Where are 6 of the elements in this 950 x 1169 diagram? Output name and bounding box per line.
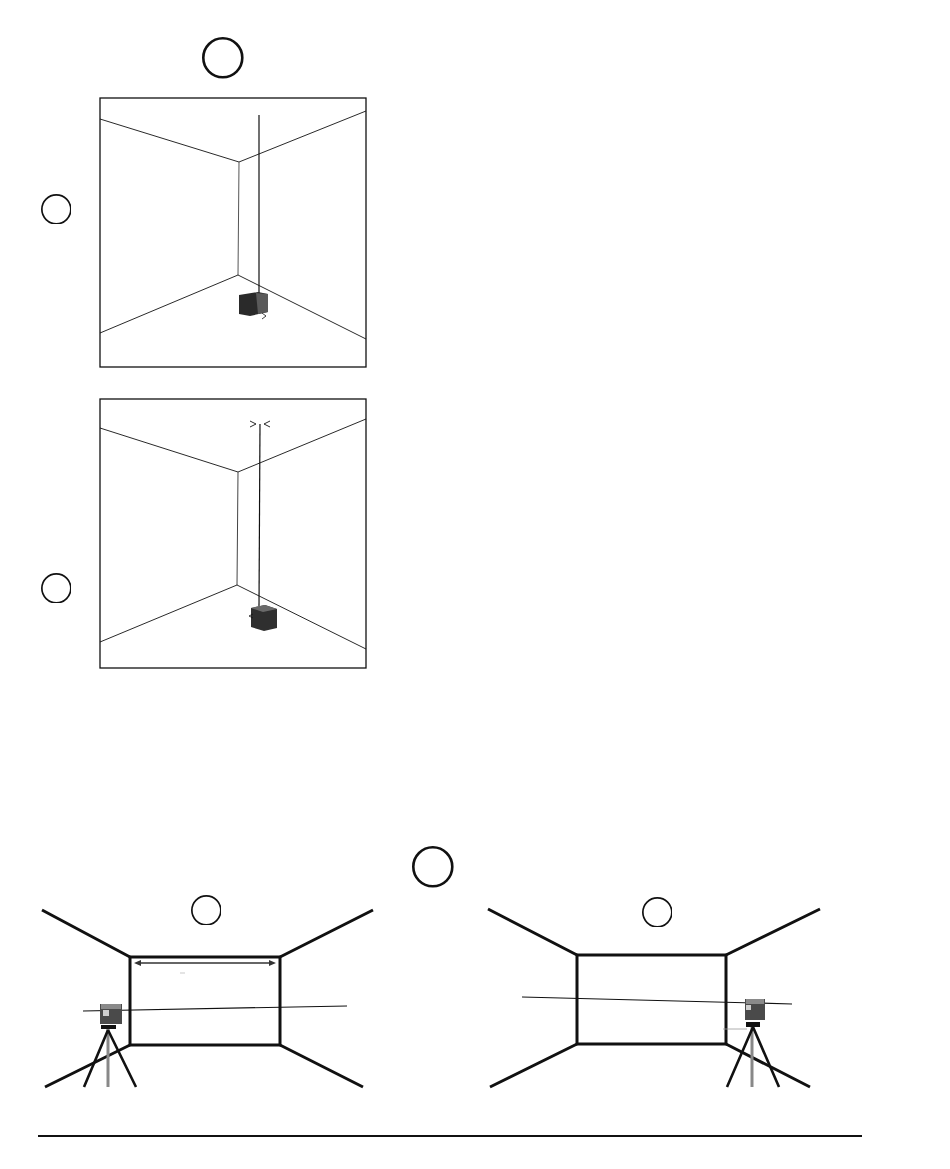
callout-circle	[202, 37, 244, 79]
callout-circle	[40, 193, 72, 225]
callout-circle	[641, 896, 673, 928]
callout-circle	[40, 572, 72, 604]
callout-circle	[190, 894, 222, 926]
callout-circle	[412, 846, 454, 888]
